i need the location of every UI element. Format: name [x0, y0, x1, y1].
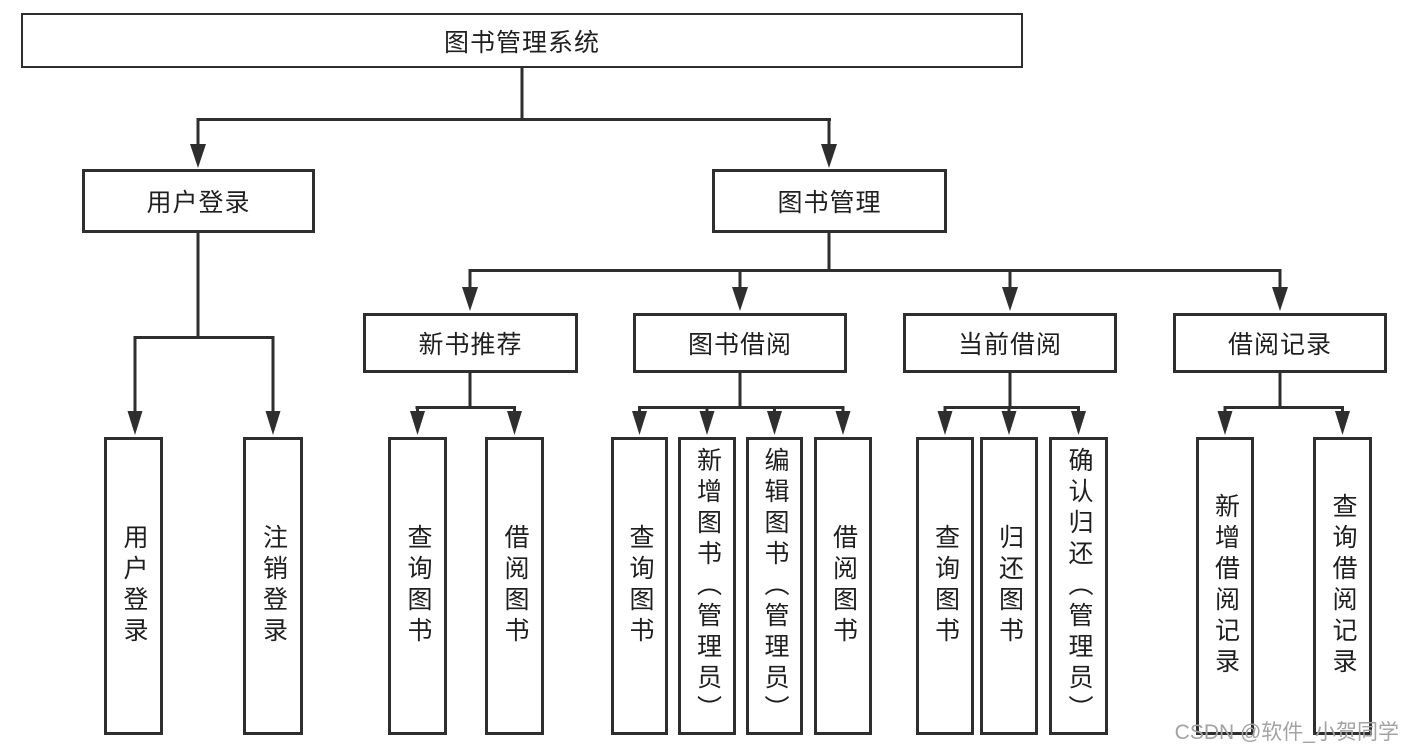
leaf-confirm-return-admin: 确认归还（管理员） — [1049, 437, 1108, 735]
leaf-logout: 注销登录 — [243, 437, 303, 735]
node-book-borrow: 图书借阅 — [633, 313, 847, 373]
node-new-book-recommend: 新书推荐 — [363, 313, 578, 373]
node-label: 图书管理系统 — [443, 28, 600, 57]
node-borrow-records: 借阅记录 — [1173, 313, 1387, 373]
leaf-label: 借阅图书 — [829, 524, 858, 648]
leaf-return-books: 归还图书 — [980, 437, 1038, 735]
leaf-label: 新增图书（管理员） — [693, 446, 722, 726]
leaf-label: 查询借阅记录 — [1329, 493, 1357, 679]
node-label: 用户登录 — [146, 189, 251, 217]
leaf-label: 注销登录 — [259, 524, 288, 648]
node-current-borrow: 当前借阅 — [903, 313, 1117, 373]
leaf-borrow-books-recommend: 借阅图书 — [485, 437, 544, 735]
node-label: 图书管理 — [777, 189, 882, 217]
leaf-add-books-admin: 新增图书（管理员） — [678, 437, 736, 735]
leaf-label: 归还图书 — [995, 524, 1024, 648]
leaf-query-books-current: 查询图书 — [916, 437, 974, 735]
watermark: CSDN @软件_小贺同学 — [1174, 721, 1399, 744]
node-label: 图书借阅 — [687, 331, 792, 359]
leaf-label: 查询图书 — [931, 524, 960, 648]
node-label: 新书推荐 — [418, 331, 523, 359]
node-user-login: 用户登录 — [82, 169, 315, 233]
leaf-edit-books-admin: 编辑图书（管理员） — [746, 437, 803, 735]
leaf-borrow-books: 借阅图书 — [814, 437, 872, 735]
leaf-add-borrow-record: 新增借阅记录 — [1196, 437, 1254, 735]
leaf-label: 用户登录 — [120, 524, 148, 648]
leaf-label: 借阅图书 — [501, 524, 529, 648]
leaf-label: 确认归还（管理员） — [1065, 446, 1093, 726]
node-label: 借阅记录 — [1227, 331, 1332, 359]
node-label: 当前借阅 — [957, 331, 1062, 359]
leaf-user-login: 用户登录 — [104, 437, 163, 735]
leaf-label: 编辑图书（管理员） — [761, 446, 789, 726]
node-library-system: 图书管理系统 — [21, 13, 1023, 68]
leaf-query-books-recommend: 查询图书 — [388, 437, 447, 735]
leaf-label: 新增借阅记录 — [1211, 493, 1240, 679]
leaf-query-books-borrow: 查询图书 — [611, 437, 668, 735]
leaf-query-borrow-record: 查询借阅记录 — [1313, 437, 1372, 735]
leaf-label: 查询图书 — [404, 524, 432, 648]
node-book-management: 图书管理 — [712, 169, 947, 233]
leaf-label: 查询图书 — [626, 524, 654, 648]
